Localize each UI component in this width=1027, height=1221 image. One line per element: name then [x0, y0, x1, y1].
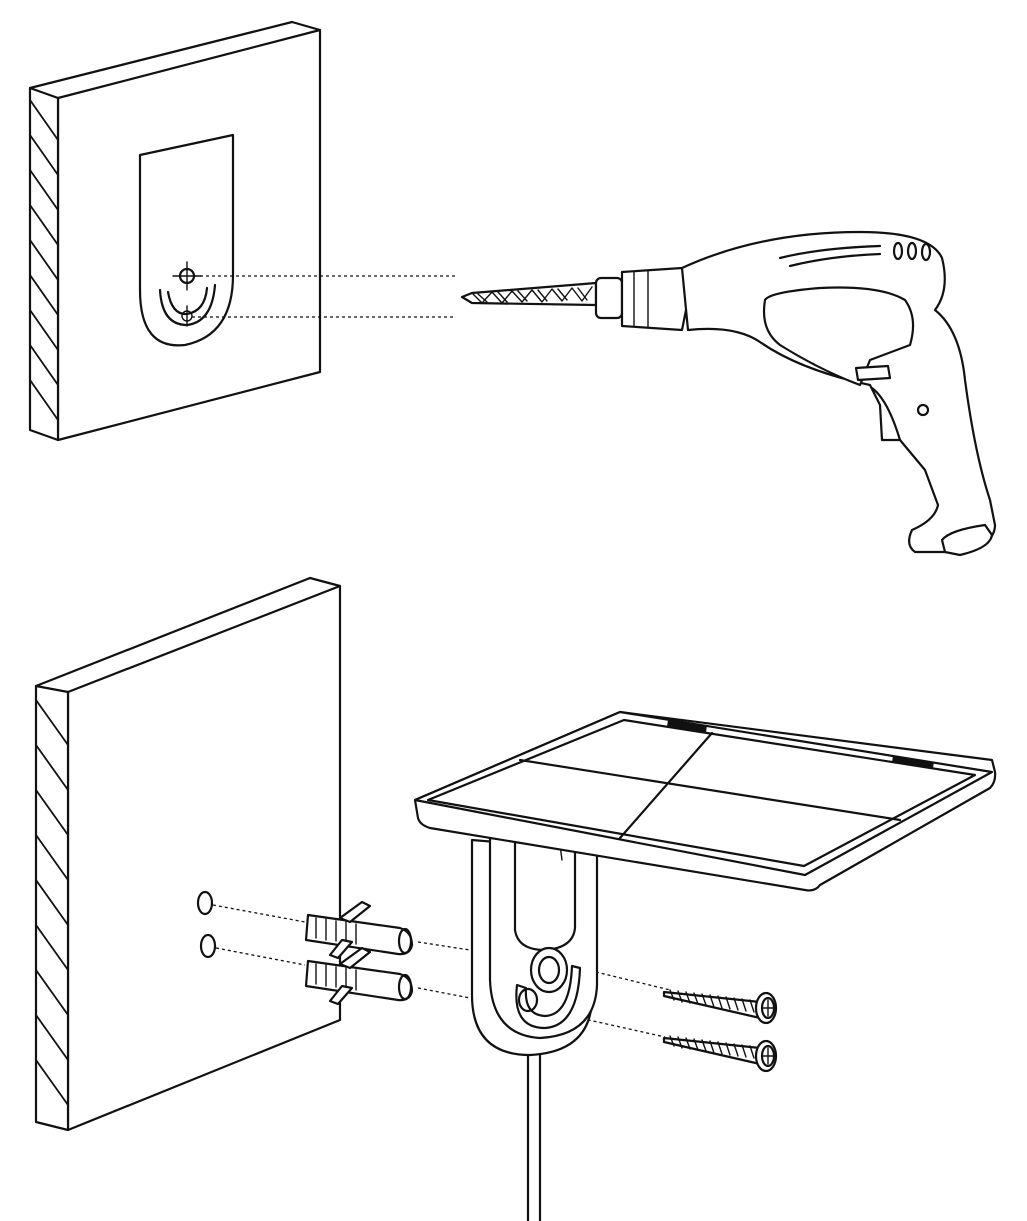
mount-bracket — [470, 836, 599, 1057]
wall-bottom-hatching — [35, 699, 69, 1106]
mounting-template — [138, 133, 235, 347]
drill-guide-lines — [192, 275, 455, 318]
power-cable — [526, 1046, 542, 1221]
wall-hole-upper — [196, 890, 214, 916]
wall-top-hatching — [29, 99, 59, 421]
drill-bit — [460, 281, 598, 307]
drill — [594, 230, 997, 557]
mount-step — [34, 576, 997, 1221]
wall-hole-lower — [199, 933, 217, 959]
screw — [662, 1035, 778, 1073]
screw — [662, 989, 778, 1025]
wall-anchor — [304, 946, 414, 1006]
hub-plate — [413, 710, 997, 892]
drill-step — [28, 20, 997, 557]
wall-bottom — [34, 576, 342, 1132]
wall-anchor — [304, 900, 414, 960]
